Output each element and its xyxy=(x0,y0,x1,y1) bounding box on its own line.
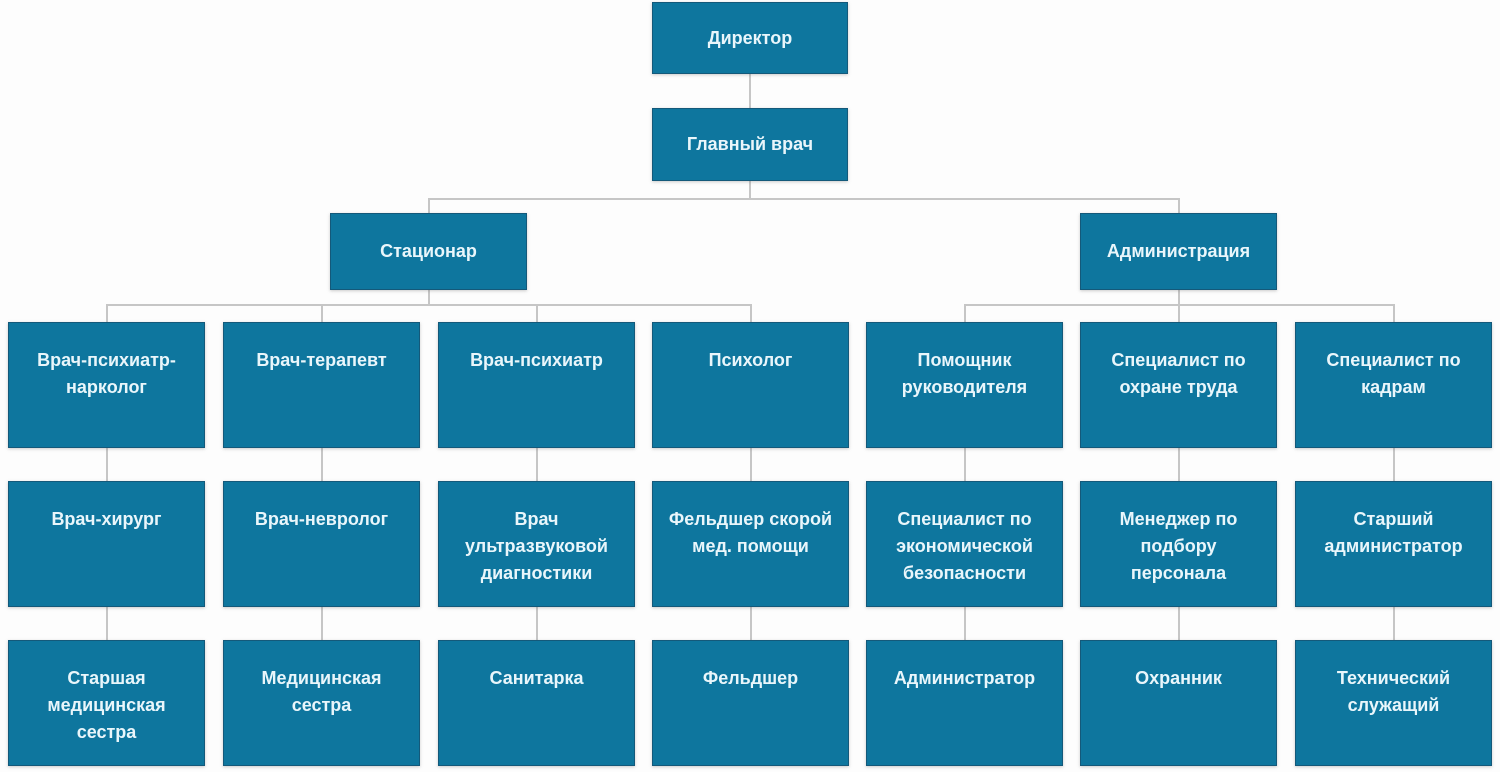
org-node-col6-row1: Специалист по охране труда xyxy=(1080,322,1277,448)
org-node-col5-row1: Помощник руководителя xyxy=(866,322,1063,448)
connector-col5-mid xyxy=(964,448,966,481)
connector-col5-bot xyxy=(964,607,966,640)
org-node-col2-row3: Медицинская сестра xyxy=(223,640,420,766)
org-node-col7-row3: Технический служащий xyxy=(1295,640,1492,766)
connector-col4-mid xyxy=(750,448,752,481)
org-node-col4-row2: Фельдшер скорой мед. помощи xyxy=(652,481,849,607)
connector-stationar-bus xyxy=(106,304,752,306)
connector-col6-mid xyxy=(1178,448,1180,481)
connector-col7-mid xyxy=(1393,448,1395,481)
connector-col2-bot xyxy=(321,607,323,640)
org-node-branch-administration: Администрация xyxy=(1080,213,1277,290)
org-node-col3-row2: Врач ультразвуковой диагностики xyxy=(438,481,635,607)
org-node-col5-row3: Администратор xyxy=(866,640,1063,766)
connector-stationar-drop xyxy=(428,290,430,305)
connector-col7-top xyxy=(1393,304,1395,322)
org-node-col6-row2: Менеджер по подбору персонала xyxy=(1080,481,1277,607)
connector-col3-bot xyxy=(536,607,538,640)
connector-chief-drop xyxy=(749,181,751,200)
connector-col5-top xyxy=(964,304,966,322)
org-node-col3-row1: Врач-психиатр xyxy=(438,322,635,448)
connector-col3-mid xyxy=(536,448,538,481)
org-node-col5-row2: Специалист по экономической безопасности xyxy=(866,481,1063,607)
connector-col3-top xyxy=(536,304,538,322)
connector-admin-drop xyxy=(1178,290,1180,305)
org-node-col1-row1: Врач-психиатр-нарколог xyxy=(8,322,205,448)
connector-col7-bot xyxy=(1393,607,1395,640)
connector-col1-bot xyxy=(106,607,108,640)
org-node-col3-row3: Санитарка xyxy=(438,640,635,766)
org-node-col2-row1: Врач-терапевт xyxy=(223,322,420,448)
org-node-branch-stationar: Стационар xyxy=(330,213,527,290)
connector-col2-top xyxy=(321,304,323,322)
connector-col6-top xyxy=(1178,304,1180,322)
org-node-col7-row2: Старший администратор xyxy=(1295,481,1492,607)
org-node-chief-doctor: Главный врач xyxy=(652,108,848,181)
org-node-col6-row3: Охранник xyxy=(1080,640,1277,766)
connector-col4-top xyxy=(750,304,752,322)
org-node-col7-row1: Специалист по кадрам xyxy=(1295,322,1492,448)
connector-col2-mid xyxy=(321,448,323,481)
connector-col1-mid xyxy=(106,448,108,481)
org-node-col4-row1: Психолог xyxy=(652,322,849,448)
connector-col4-bot xyxy=(750,607,752,640)
connector-col1-top xyxy=(106,304,108,322)
connector-director-chief xyxy=(749,74,751,108)
org-node-col4-row3: Фельдшер xyxy=(652,640,849,766)
org-node-director: Директор xyxy=(652,2,848,74)
connector-branch-bus xyxy=(428,198,1180,200)
org-node-col1-row3: Старшая медицинская сестра xyxy=(8,640,205,766)
org-node-col1-row2: Врач-хирург xyxy=(8,481,205,607)
connector-col6-bot xyxy=(1178,607,1180,640)
connector-branch-right-drop xyxy=(1178,198,1180,213)
org-node-col2-row2: Врач-невролог xyxy=(223,481,420,607)
connector-branch-left-drop xyxy=(428,198,430,213)
